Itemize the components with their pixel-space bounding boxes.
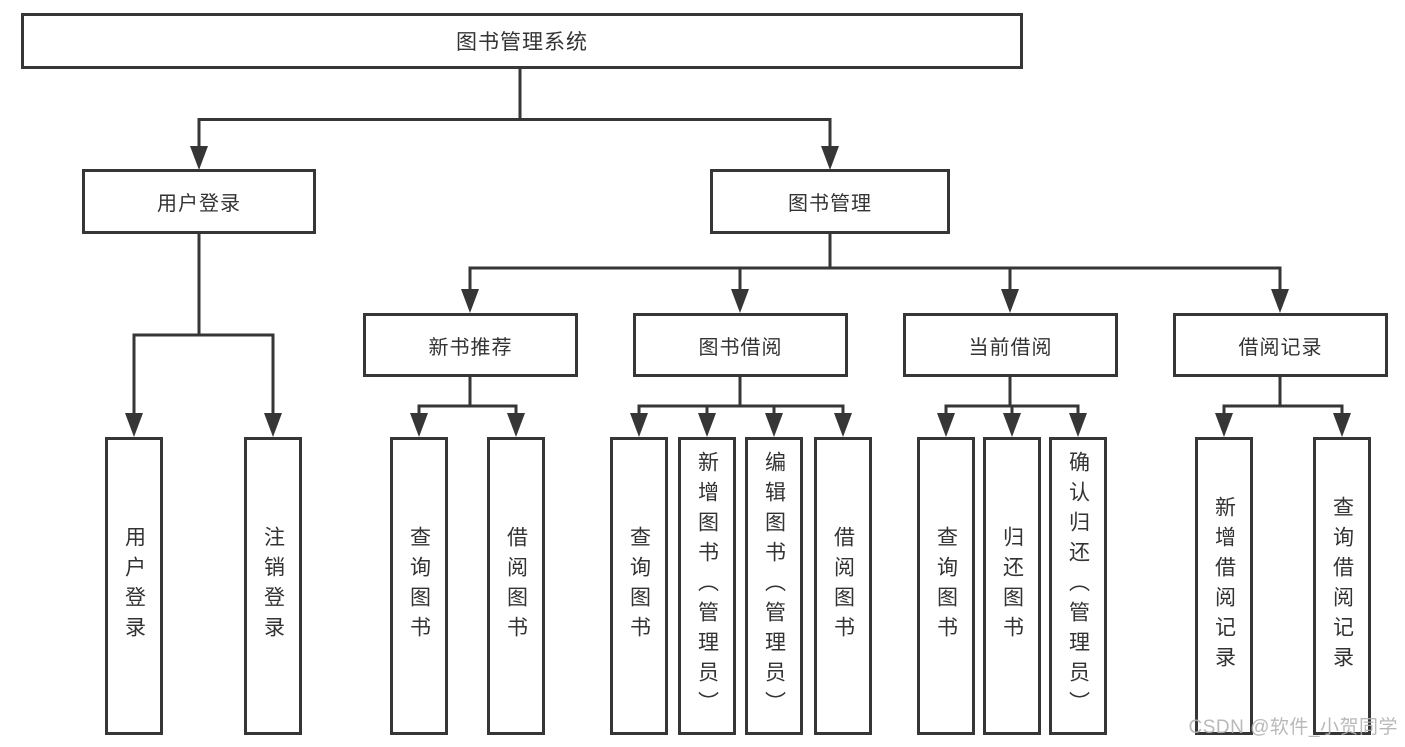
node-book-borrow: 图书借阅 bbox=[633, 313, 848, 377]
node-library-system: 图书管理系统 bbox=[21, 13, 1023, 69]
leaf-query-borrow-record: 查询借阅记录 bbox=[1313, 437, 1371, 735]
leaf-add-borrow-record: 新增借阅记录 bbox=[1195, 437, 1253, 735]
node-current-borrow: 当前借阅 bbox=[903, 313, 1118, 377]
leaf-query-books-current: 查询图书 bbox=[917, 437, 975, 735]
leaf-query-books-recommend: 查询图书 bbox=[390, 437, 448, 735]
leaf-logout: 注销登录 bbox=[244, 437, 302, 735]
node-new-book-recommend: 新书推荐 bbox=[363, 313, 578, 377]
csdn-watermark: CSDN @软件_小贺同学 bbox=[1188, 717, 1398, 738]
arrowhead-group bbox=[125, 146, 1351, 437]
leaf-user-login: 用户登录 bbox=[105, 437, 163, 735]
leaf-borrow-books: 借阅图书 bbox=[814, 437, 872, 735]
leaf-query-books-borrow: 查询图书 bbox=[610, 437, 668, 735]
leaf-confirm-return-admin: 确认归还（管理员） bbox=[1049, 437, 1107, 735]
leaf-borrow-books-recommend: 借阅图书 bbox=[487, 437, 545, 735]
node-book-management: 图书管理 bbox=[710, 169, 950, 234]
leaf-return-books: 归还图书 bbox=[983, 437, 1041, 735]
node-user-login: 用户登录 bbox=[82, 169, 316, 234]
node-borrow-record: 借阅记录 bbox=[1173, 313, 1388, 377]
leaf-edit-books-admin: 编辑图书（管理员） bbox=[745, 437, 803, 735]
leaf-add-books-admin: 新增图书（管理员） bbox=[678, 437, 736, 735]
